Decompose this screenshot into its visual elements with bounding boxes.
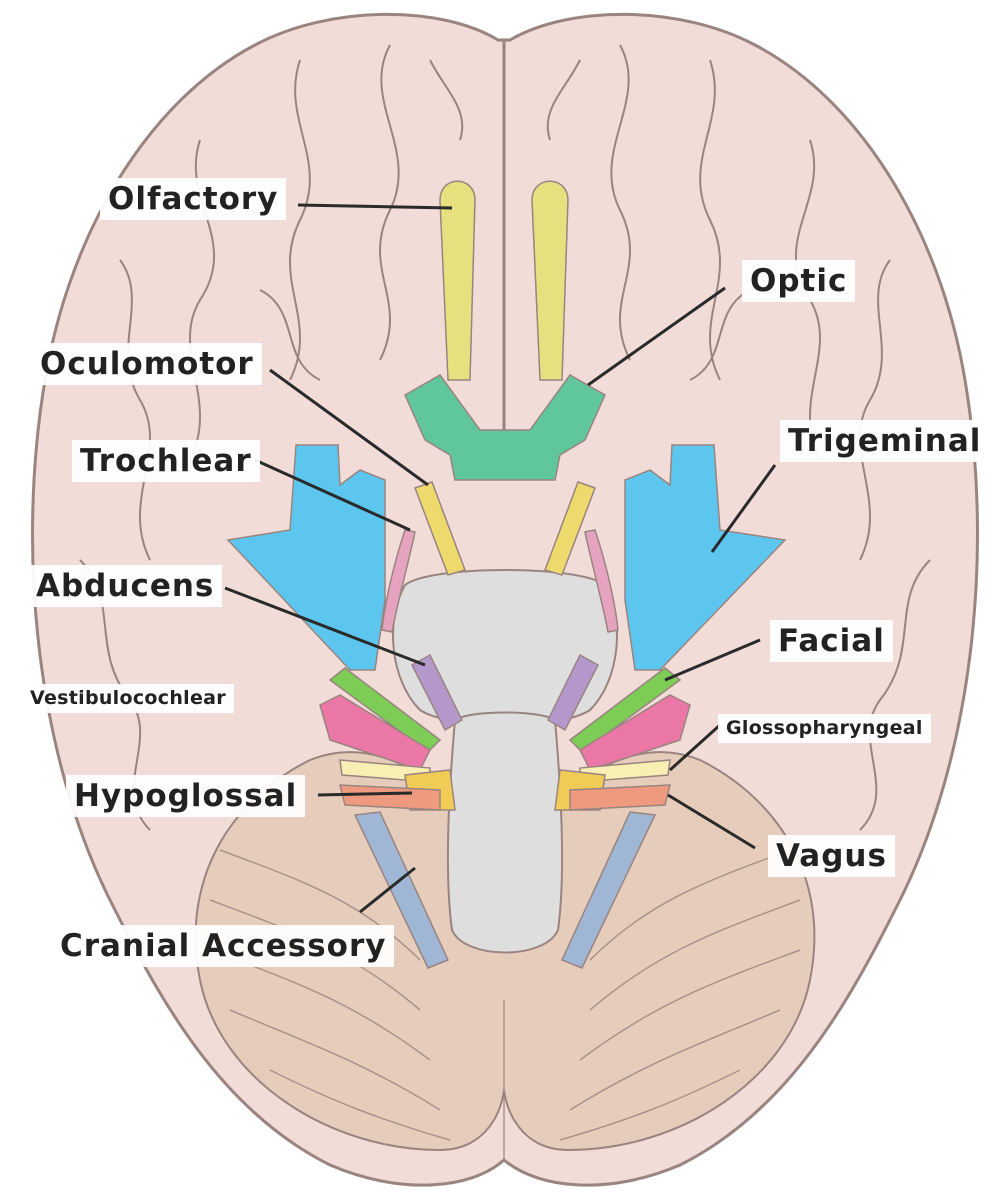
trigeminal-nerve-right bbox=[624, 444, 787, 671]
abducens-nerve-left bbox=[411, 653, 463, 732]
leader-vagus bbox=[667, 793, 756, 850]
label-optic: Optic bbox=[742, 260, 856, 303]
label-vagus: Vagus bbox=[768, 835, 895, 878]
pons bbox=[392, 569, 618, 726]
leader-trochlear bbox=[254, 458, 411, 532]
vestibulocochlear-nerve-left bbox=[319, 694, 431, 771]
vestibulocochlear-nerve-right bbox=[579, 694, 691, 771]
olfactory-nerve-right bbox=[531, 180, 569, 381]
leader-glossopharyngeal bbox=[668, 723, 722, 772]
leader-hypoglossal bbox=[317, 791, 413, 797]
abducens-nerve-right bbox=[547, 653, 599, 732]
label-oculomotor: Oculomotor bbox=[32, 343, 262, 386]
accessory-nerve-right bbox=[560, 811, 657, 969]
label-facial: Facial bbox=[770, 620, 893, 663]
medulla bbox=[447, 711, 563, 954]
gyri bbox=[79, 44, 931, 831]
accessory-nerve-left bbox=[353, 811, 450, 969]
leader-trigeminal bbox=[710, 464, 777, 553]
trochlear-nerve-right bbox=[584, 529, 619, 633]
leader-facial bbox=[664, 638, 761, 682]
leader-olfactory bbox=[297, 203, 453, 210]
leader-optic bbox=[587, 286, 726, 387]
label-hypoglossal: Hypoglossal bbox=[66, 775, 306, 818]
trochlear-nerve-left bbox=[381, 529, 416, 633]
label-trochlear: Trochlear bbox=[72, 440, 260, 483]
vagus-nerve-right bbox=[569, 784, 671, 811]
label-vestibulocochlear: Vestibulocochlear bbox=[22, 684, 234, 713]
optic-chiasm bbox=[404, 374, 606, 481]
leader-cranial-accessory bbox=[359, 866, 416, 914]
label-olfactory: Olfactory bbox=[100, 178, 287, 221]
leader-oculomotor bbox=[269, 368, 429, 487]
leader-lines bbox=[224, 203, 777, 914]
label-glossopharyngeal: Glossopharyngeal bbox=[718, 714, 931, 743]
oculomotor-nerve-right bbox=[544, 481, 596, 576]
label-trigeminal: Trigeminal bbox=[780, 420, 990, 463]
leader-abducens bbox=[224, 586, 426, 667]
label-cranial-accessory: Cranial Accessory bbox=[52, 925, 395, 968]
olfactory-nerve-left bbox=[439, 180, 476, 381]
label-abducens: Abducens bbox=[28, 565, 223, 608]
vagus-nerve-left bbox=[339, 784, 441, 811]
